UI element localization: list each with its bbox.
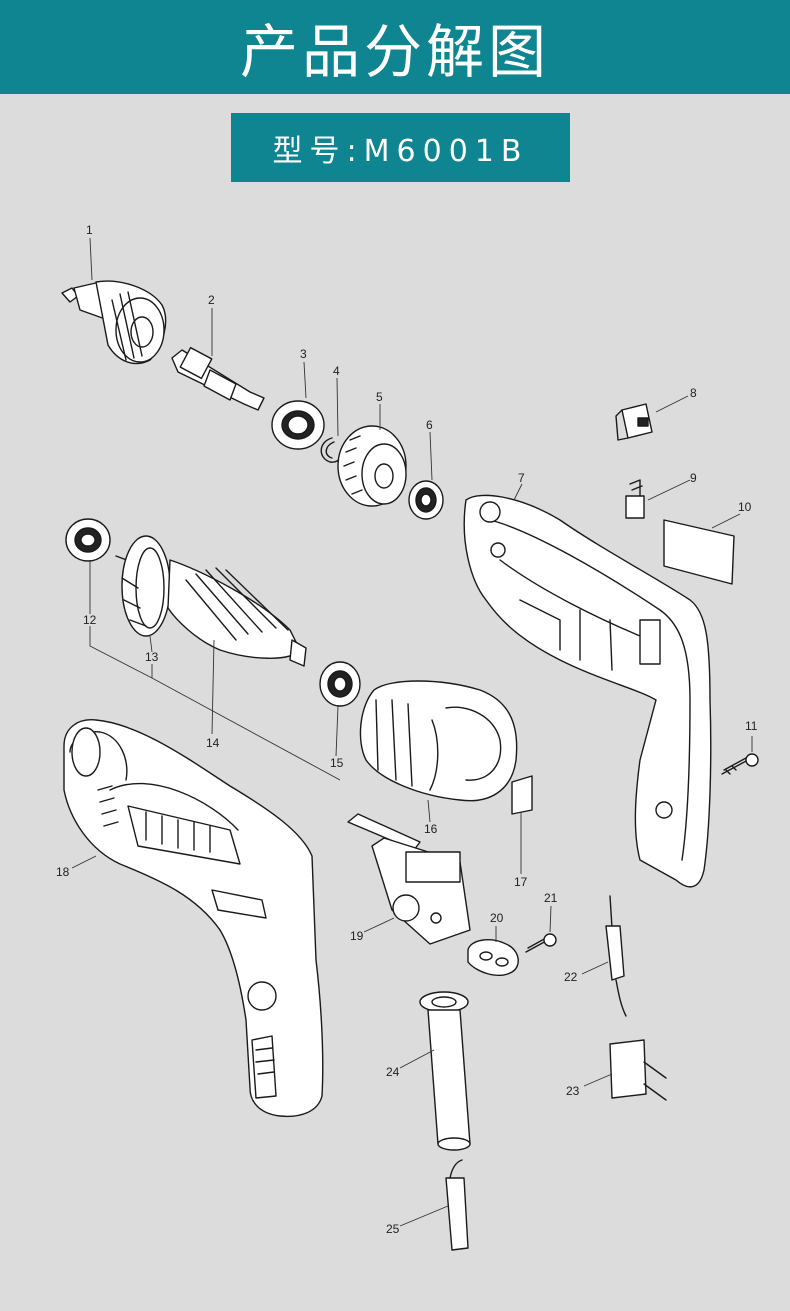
part-drill-chuck <box>61 280 167 365</box>
callout-15: 15 <box>330 756 344 770</box>
page-title: 产品分解图 <box>239 18 550 86</box>
part-screw-11 <box>721 753 759 775</box>
leader-lines <box>71 237 753 1227</box>
callout-2: 2 <box>208 293 215 307</box>
header-banner: 产品分解图 <box>0 0 790 94</box>
callout-17: 17 <box>514 875 528 889</box>
part-housing-half <box>463 494 712 888</box>
callout-4: 4 <box>333 364 340 378</box>
callout-23: 23 <box>566 1084 580 1098</box>
model-label: 型号:M6001B <box>272 133 529 169</box>
part-carbon-brush <box>625 479 645 519</box>
part-bearing-15 <box>319 661 361 707</box>
part-bearing-3 <box>271 400 325 450</box>
callout-24: 24 <box>386 1065 400 1079</box>
callout-9: 9 <box>690 471 697 485</box>
callout-16: 16 <box>424 822 438 836</box>
callout-3: 3 <box>300 347 307 361</box>
part-noise-suppressor <box>609 1039 667 1101</box>
part-strain-relief <box>467 939 519 976</box>
part-name-plate <box>663 519 735 585</box>
callout-8: 8 <box>690 386 697 400</box>
part-cord <box>605 895 627 1017</box>
callout-21: 21 <box>544 891 558 905</box>
part-gear <box>337 425 407 507</box>
part-switch <box>347 813 471 945</box>
callout-11: 11 <box>745 719 758 733</box>
callout-1: 1 <box>86 223 93 237</box>
part-bearing-12 <box>65 518 111 562</box>
callout-5: 5 <box>376 390 383 404</box>
part-retaining-ring <box>320 437 341 463</box>
callout-6: 6 <box>426 418 433 432</box>
callout-18: 18 <box>56 865 70 879</box>
part-depth-rod <box>445 1159 469 1251</box>
callout-13: 13 <box>145 650 159 664</box>
part-brush-holder <box>615 403 653 441</box>
callout-labels: 1 2 3 4 5 6 7 8 9 10 11 12 13 14 15 16 1… <box>56 223 758 1236</box>
part-armature <box>115 535 307 667</box>
callout-7: 7 <box>518 471 525 485</box>
callout-25: 25 <box>386 1222 400 1236</box>
callout-19: 19 <box>350 929 364 943</box>
part-housing-set <box>63 719 324 1118</box>
callout-20: 20 <box>490 911 504 925</box>
model-badge: 型号:M6001B <box>231 113 570 182</box>
callout-14: 14 <box>206 736 220 750</box>
part-spindle <box>171 346 265 411</box>
part-field <box>359 680 518 802</box>
callout-12: 12 <box>83 613 97 627</box>
part-screw-21 <box>525 933 557 953</box>
callout-22: 22 <box>564 970 578 984</box>
part-side-handle <box>419 991 471 1151</box>
part-insulator <box>511 775 533 815</box>
callout-10: 10 <box>738 500 752 514</box>
part-bearing-6 <box>408 480 444 520</box>
